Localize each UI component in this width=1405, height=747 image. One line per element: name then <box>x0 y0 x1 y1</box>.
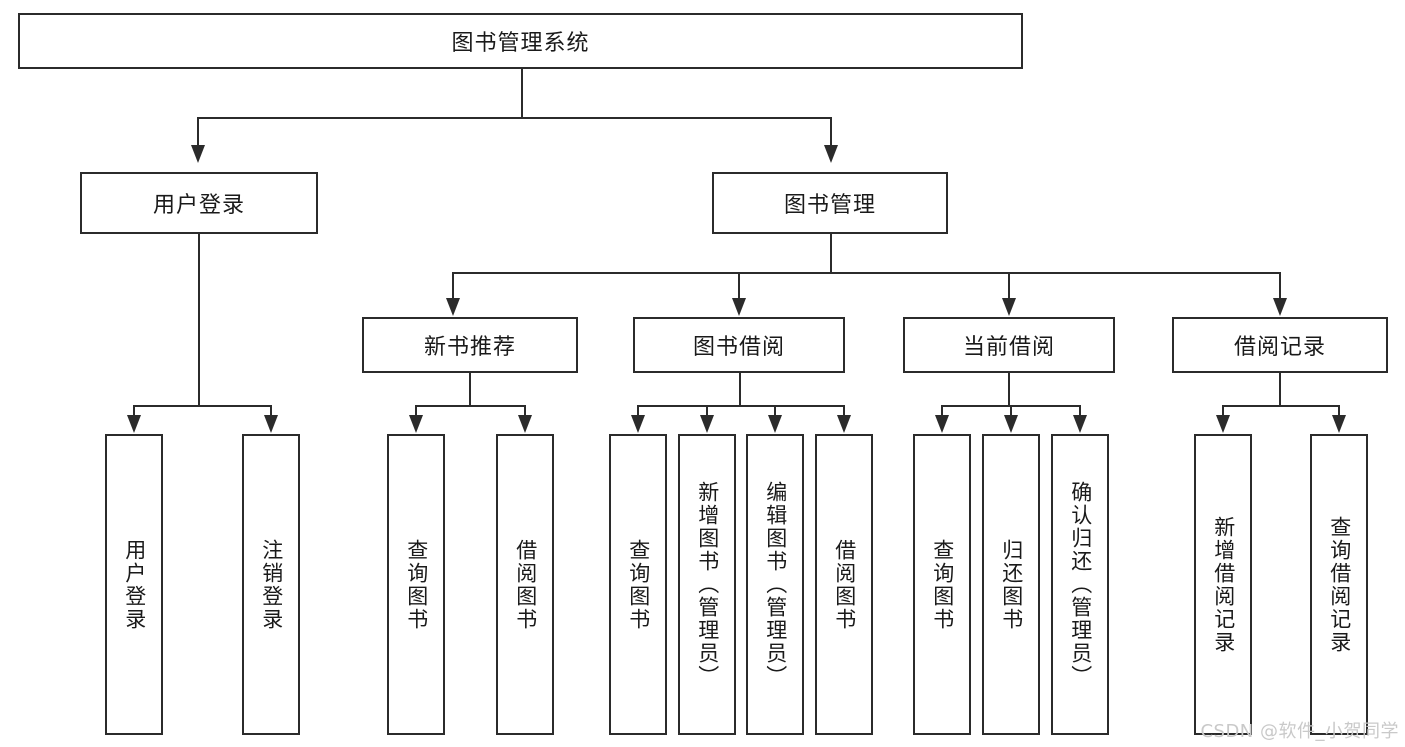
leaf-query-book-new-recommend[interactable]: 查询图书 <box>387 434 445 735</box>
leaf-logout-login[interactable]: 注销登录 <box>242 434 300 735</box>
arrow-to-borrow-record <box>1273 298 1287 316</box>
connector-drop-bb-leaf-2 <box>706 405 708 417</box>
node-book-borrow[interactable]: 图书借阅 <box>633 317 845 373</box>
connector-drop-user-login-leaf-1 <box>133 405 135 417</box>
arrow-to-user-login <box>191 145 205 163</box>
connector-drop-borrow-record <box>1279 272 1281 300</box>
connector-book-borrow-stem <box>739 373 741 406</box>
leaf-label: 借阅图书 <box>832 538 857 631</box>
arrow-to-leaf-logout-login <box>264 415 278 433</box>
node-new-book-recommend[interactable]: 新书推荐 <box>362 317 578 373</box>
leaf-label: 编辑图书（管理员） <box>763 481 788 688</box>
leaf-label: 确认归还（管理员） <box>1068 481 1093 688</box>
leaf-query-book-current[interactable]: 查询图书 <box>913 434 971 735</box>
arrow-to-leaf-query-borrow-record <box>1332 415 1346 433</box>
leaf-return-book[interactable]: 归还图书 <box>982 434 1040 735</box>
arrow-to-leaf-user-login <box>127 415 141 433</box>
arrow-to-leaf-add-book-admin <box>700 415 714 433</box>
connector-drop-cb-leaf-1 <box>941 405 943 417</box>
connector-drop-br-leaf-1 <box>1222 405 1224 417</box>
node-book-management[interactable]: 图书管理 <box>712 172 948 234</box>
connector-drop-user-login-leaf-2 <box>270 405 272 417</box>
arrow-to-leaf-edit-book-admin <box>768 415 782 433</box>
arrow-to-new-book-recommend <box>446 298 460 316</box>
arrow-to-leaf-add-borrow-record <box>1216 415 1230 433</box>
arrow-to-current-borrow <box>1002 298 1016 316</box>
arrow-to-leaf-confirm-return-admin <box>1073 415 1087 433</box>
leaf-query-book-borrow[interactable]: 查询图书 <box>609 434 667 735</box>
leaf-label: 查询借阅记录 <box>1327 515 1352 654</box>
node-label: 图书借阅 <box>692 335 785 360</box>
leaf-borrow-book-new-recommend[interactable]: 借阅图书 <box>496 434 554 735</box>
arrow-to-leaf-query-book-cb <box>935 415 949 433</box>
connector-drop-cb-leaf-2 <box>1010 405 1012 417</box>
node-current-borrow[interactable]: 当前借阅 <box>903 317 1115 373</box>
connector-book-management-stem <box>830 234 832 273</box>
connector-new-book-recommend-stem <box>469 373 471 406</box>
leaf-label: 新增图书（管理员） <box>695 481 720 688</box>
connector-drop-bb-leaf-1 <box>637 405 639 417</box>
connector-drop-br-leaf-2 <box>1338 405 1340 417</box>
node-label: 当前借阅 <box>962 335 1055 360</box>
connector-drop-cb-leaf-3 <box>1079 405 1081 417</box>
connector-drop-nbr-leaf-2 <box>524 405 526 417</box>
leaf-add-book-admin[interactable]: 新增图书（管理员） <box>678 434 736 735</box>
node-label: 用户登录 <box>152 193 245 218</box>
leaf-edit-book-admin[interactable]: 编辑图书（管理员） <box>746 434 804 735</box>
leaf-label: 用户登录 <box>122 538 147 631</box>
arrow-to-book-borrow <box>732 298 746 316</box>
watermark: CSDN @软件_小贺同学 <box>1200 721 1399 742</box>
leaf-label: 查询图书 <box>404 538 429 631</box>
leaf-user-login[interactable]: 用户登录 <box>105 434 163 735</box>
connector-root-stem <box>521 69 523 118</box>
connector-level2-drop-book-management <box>830 117 832 147</box>
node-label: 新书推荐 <box>423 335 516 360</box>
node-label: 借阅记录 <box>1233 335 1326 360</box>
connector-book-borrow-bus <box>637 405 845 407</box>
connector-user-login-stem <box>198 234 200 406</box>
arrow-to-leaf-query-book-nbr <box>409 415 423 433</box>
connector-level2-bus <box>197 117 832 119</box>
leaf-label: 注销登录 <box>259 538 284 631</box>
connector-borrow-record-stem <box>1279 373 1281 406</box>
connector-level3-bus <box>452 272 1280 274</box>
connector-user-login-bus <box>133 405 271 407</box>
connector-drop-book-borrow <box>738 272 740 300</box>
leaf-label: 新增借阅记录 <box>1211 515 1236 654</box>
connector-drop-current-borrow <box>1008 272 1010 300</box>
arrow-to-book-management <box>824 145 838 163</box>
connector-borrow-record-bus <box>1222 405 1339 407</box>
leaf-add-borrow-record[interactable]: 新增借阅记录 <box>1194 434 1252 735</box>
arrow-to-leaf-return-book <box>1004 415 1018 433</box>
connector-drop-bb-leaf-4 <box>843 405 845 417</box>
connector-level2-drop-user-login <box>197 117 199 147</box>
leaf-borrow-book-borrow[interactable]: 借阅图书 <box>815 434 873 735</box>
arrow-to-leaf-borrow-book-bb <box>837 415 851 433</box>
connector-drop-bb-leaf-3 <box>774 405 776 417</box>
arrow-to-leaf-query-book-bb <box>631 415 645 433</box>
leaf-confirm-return-admin[interactable]: 确认归还（管理员） <box>1051 434 1109 735</box>
node-label: 图书管理系统 <box>451 31 590 56</box>
connector-drop-new-book-recommend <box>452 272 454 300</box>
leaf-query-borrow-record[interactable]: 查询借阅记录 <box>1310 434 1368 735</box>
connector-new-book-recommend-bus <box>415 405 525 407</box>
connector-drop-nbr-leaf-1 <box>415 405 417 417</box>
leaf-label: 查询图书 <box>626 538 651 631</box>
node-user-login[interactable]: 用户登录 <box>80 172 318 234</box>
arrow-to-leaf-borrow-book-nbr <box>518 415 532 433</box>
node-root-book-management-system[interactable]: 图书管理系统 <box>18 13 1023 69</box>
node-label: 图书管理 <box>783 193 876 218</box>
node-borrow-record[interactable]: 借阅记录 <box>1172 317 1388 373</box>
leaf-label: 归还图书 <box>999 538 1024 631</box>
connector-current-borrow-stem <box>1008 373 1010 406</box>
leaf-label: 借阅图书 <box>513 538 538 631</box>
leaf-label: 查询图书 <box>930 538 955 631</box>
